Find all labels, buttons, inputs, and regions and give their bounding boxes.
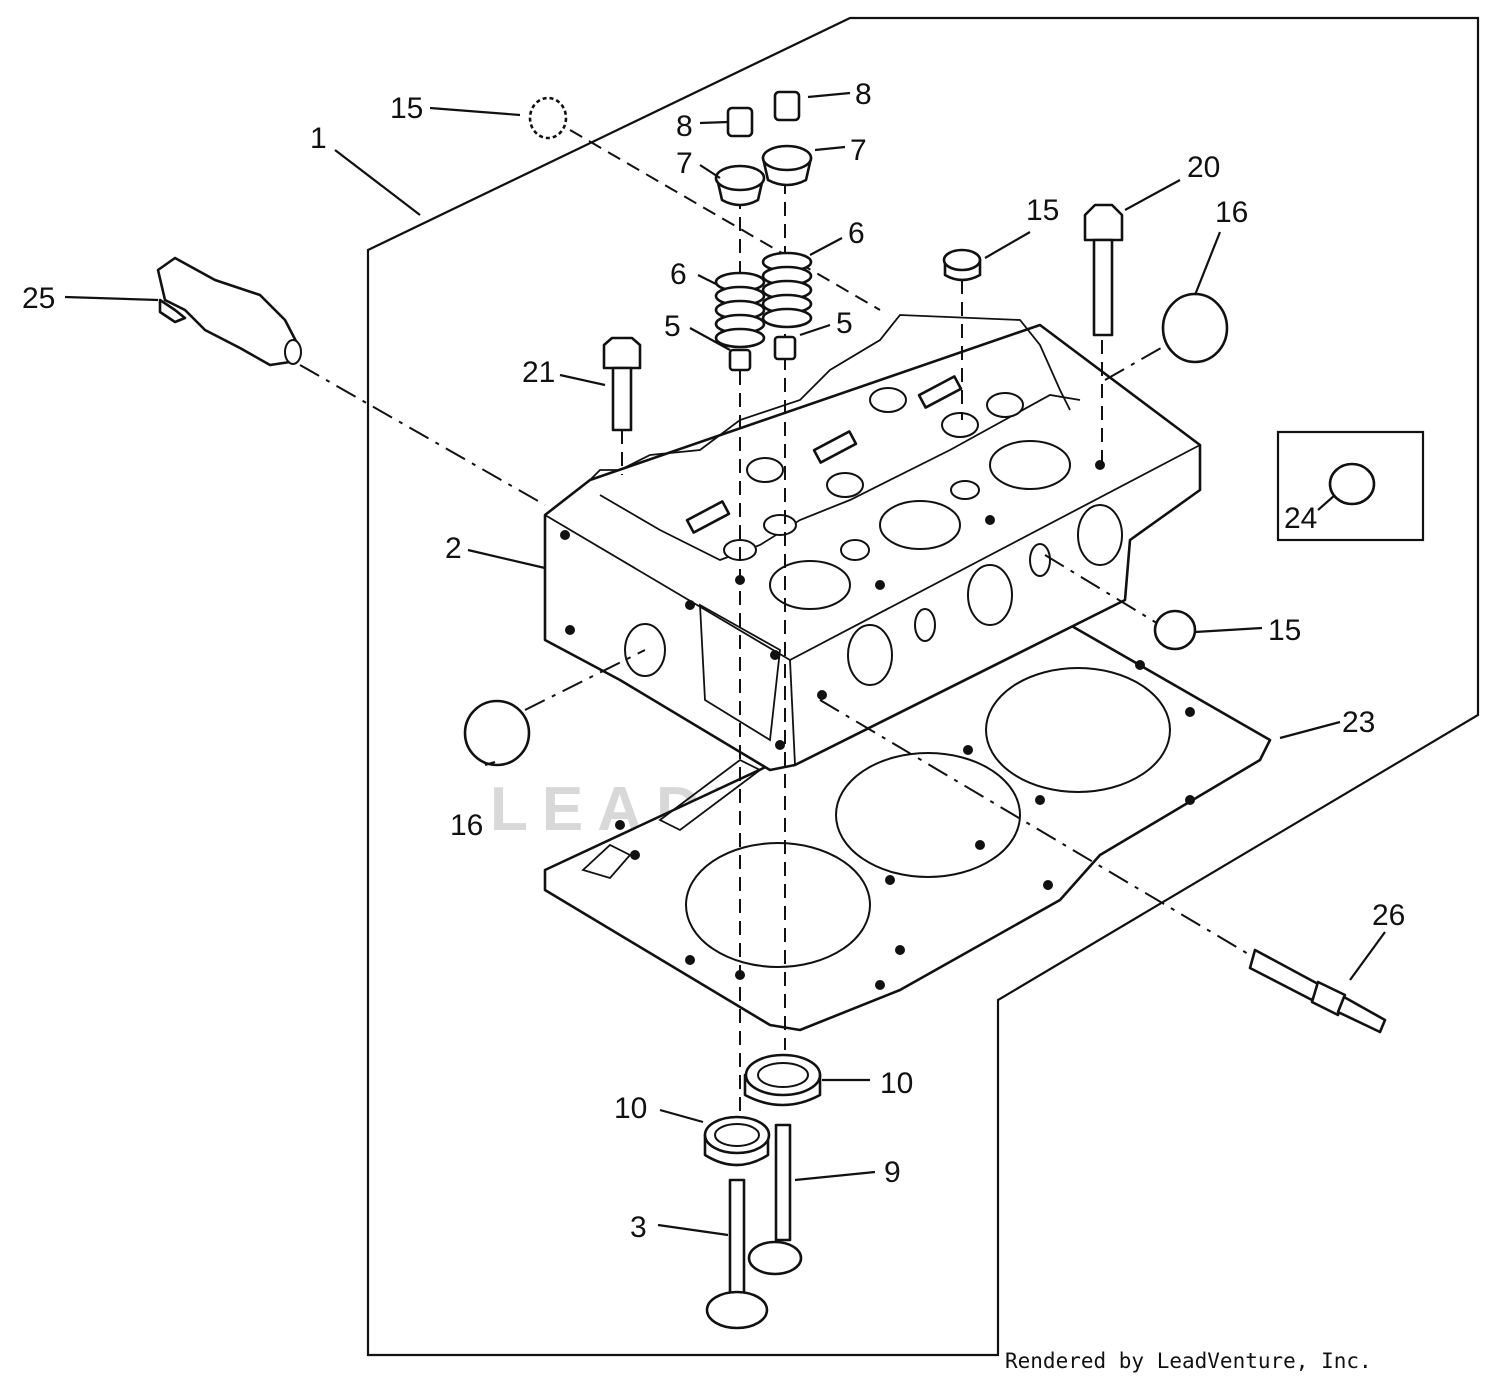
part-15-plug-mid	[942, 248, 982, 282]
part-6-spring-right	[761, 251, 813, 329]
callout-10-right: 10	[880, 1067, 913, 1100]
part-2-cylinder-head	[543, 314, 1202, 772]
callout-21: 21	[522, 356, 555, 389]
part-16-plug-left	[463, 699, 531, 767]
part-6-spring-left	[714, 271, 766, 349]
dashline-25	[299, 364, 546, 506]
callout-2: 2	[445, 532, 462, 565]
callout-16-left: 16	[450, 809, 483, 842]
detail-box-24	[1276, 430, 1425, 542]
callout-23: 23	[1342, 706, 1375, 739]
part-7-retainer-left	[714, 164, 766, 207]
part-10-insert-left	[703, 1115, 771, 1167]
part-8-keeper-left	[726, 106, 754, 138]
callout-5-right: 5	[836, 307, 853, 340]
callout-16-right: 16	[1215, 196, 1248, 229]
part-21-bolt	[602, 336, 642, 432]
part-26-stud	[1248, 948, 1387, 1034]
dashline-15-top	[569, 129, 881, 311]
part-20-bolt	[1083, 203, 1124, 337]
part-24-plug	[1328, 462, 1376, 506]
part-5-seal-right	[773, 335, 797, 361]
callout-9: 9	[884, 1156, 901, 1189]
part-16-plug-right	[1161, 292, 1229, 364]
part-3-valve	[705, 1178, 769, 1330]
callout-6-right: 6	[848, 217, 865, 250]
part-25-sensor	[156, 256, 302, 367]
assembly-boundary	[366, 16, 1480, 1357]
callout-20: 20	[1187, 151, 1220, 184]
callout-7-right: 7	[850, 134, 867, 167]
part-9-valve	[747, 1123, 803, 1276]
callout-15-right: 15	[1268, 614, 1301, 647]
callout-5-left: 5	[664, 310, 681, 343]
callout-6-left: 6	[670, 258, 687, 291]
callout-15-mid: 15	[1026, 194, 1059, 227]
callout-8-left: 8	[676, 110, 693, 143]
callout-26: 26	[1372, 899, 1405, 932]
part-5-seal-left	[728, 348, 752, 372]
callout-10-left: 10	[614, 1092, 647, 1125]
part-15-plug-right	[1153, 609, 1197, 651]
callout-24: 24	[1284, 502, 1317, 535]
callout-3: 3	[630, 1211, 647, 1244]
part-15-plug-top	[528, 96, 568, 140]
callout-7-left: 7	[676, 147, 693, 180]
callout-8-right: 8	[855, 78, 872, 111]
part-10-insert-right	[743, 1053, 822, 1107]
callout-25: 25	[22, 282, 55, 315]
part-23-head-gasket	[543, 623, 1272, 1032]
callout-1: 1	[310, 122, 327, 155]
callout-15-top: 15	[390, 92, 423, 125]
render-credit: Rendered by LeadVenture, Inc.	[1005, 1349, 1372, 1373]
dashline-16-right	[1104, 339, 1176, 381]
leader-lines	[64, 91, 1386, 1237]
part-7-retainer-right	[761, 144, 813, 187]
part-8-keeper-right	[773, 90, 801, 122]
